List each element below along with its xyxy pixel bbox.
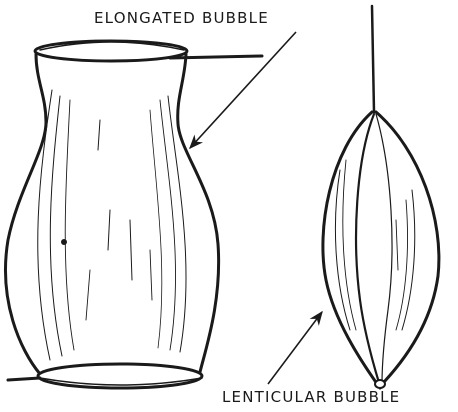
elongated-bubble: [6, 41, 262, 388]
lenticular-bubble-label: LENTICULAR BUBBLE: [222, 388, 400, 406]
elongated-arrow: [190, 32, 296, 148]
top-ring: [35, 41, 187, 61]
vase-left-edge: [6, 54, 46, 374]
top-wire: [170, 56, 262, 58]
top-wire-vertical: [372, 6, 374, 112]
lens-outer-left: [323, 112, 380, 388]
lenticular-arrow: [268, 312, 322, 384]
lens-inner-edge: [356, 114, 380, 386]
elongated-bubble-label: ELONGATED BUBBLE: [94, 9, 269, 27]
lenticular-bubble: [323, 6, 439, 388]
bottom-wire: [8, 378, 40, 380]
